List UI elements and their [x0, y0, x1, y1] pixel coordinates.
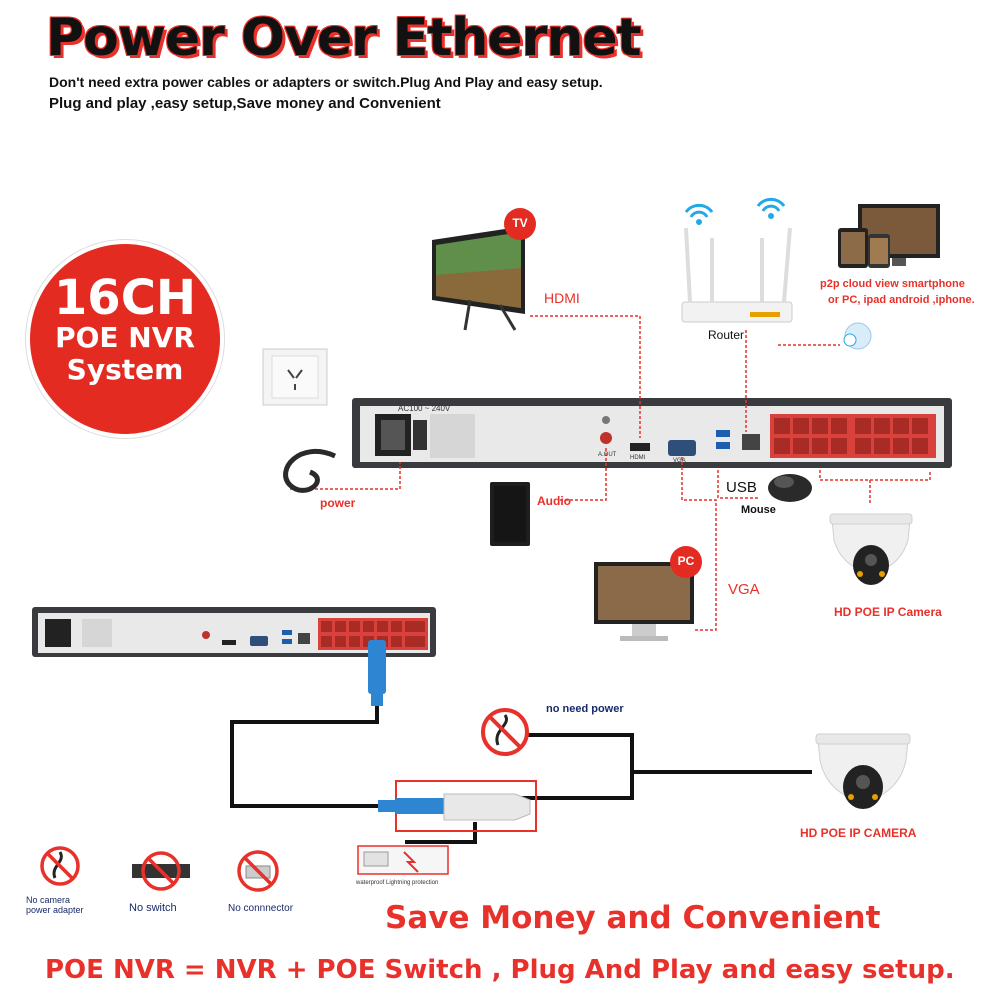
camera-bottom-label: HD POE IP CAMERA	[800, 826, 917, 840]
ethernet-plug-icon	[368, 640, 386, 706]
badge-line-3: System	[66, 353, 184, 386]
badge-line-2: POE NVR	[55, 321, 195, 354]
tv-badge-label: TV	[512, 216, 528, 230]
subtitle-line-1: Don't need extra power cables or adapter…	[49, 74, 603, 90]
page-title: Power Over Ethernet	[46, 8, 641, 68]
waterproof-sketch-icon	[357, 845, 449, 875]
router-label: Router	[708, 328, 745, 342]
no-adapter-label-line-2: power adapter	[26, 905, 84, 915]
nvr-rear-panel-small	[32, 607, 436, 657]
no-connector-label: No connnector	[228, 903, 294, 914]
camera-top-label: HD POE IP Camera	[834, 605, 942, 619]
devices-icon	[838, 204, 940, 268]
badge-line-1: 16CH	[53, 270, 197, 326]
tv-icon	[432, 226, 525, 331]
nvr-audio-out-label: A.OUT	[598, 452, 617, 458]
no-power-icon	[481, 708, 529, 756]
subtitle-line-2: Plug and play ,easy setup,Save money and…	[49, 95, 441, 112]
no-connector-icon	[237, 850, 279, 892]
p2p-label-line-2: or PC, ipad android ,iphone.	[828, 294, 975, 306]
pc-badge-label: PC	[677, 554, 695, 568]
nvr-vga-port-label: VGA	[673, 458, 686, 464]
ethernet-cable	[230, 706, 812, 844]
no-switch-label: No switch	[129, 902, 177, 914]
nvr-hdmi-port-label: HDMI	[630, 455, 646, 461]
footer-line-2: POE NVR = NVR + POE Switch , Plug And Pl…	[45, 955, 955, 985]
cloud-icon	[843, 322, 872, 350]
usb-label: USB	[726, 479, 757, 496]
hdmi-label: HDMI	[544, 290, 580, 306]
dome-camera-top-icon	[829, 513, 913, 585]
power-label: power	[320, 496, 356, 510]
speaker-icon	[490, 482, 530, 546]
tv-badge-circle	[504, 208, 536, 240]
power-cable-icon	[283, 448, 337, 493]
no-adapter-label-line-1: No camera	[26, 895, 71, 905]
p2p-label-line-1: p2p cloud view smartphone	[820, 278, 965, 290]
mouse-icon	[768, 474, 812, 502]
mouse-label: Mouse	[741, 504, 776, 516]
no-adapter-icon	[40, 846, 80, 886]
pc-badge-circle	[670, 546, 702, 578]
audio-label: Audio	[537, 494, 571, 508]
waterproof-label: waterproof Lightning protection	[356, 880, 439, 886]
wall-socket-icon	[262, 348, 328, 406]
no-need-power-label: no need power	[546, 703, 624, 715]
nvr-ac-label: AC100 ~ 240V	[398, 404, 451, 413]
nvr-rear-panel-large	[352, 398, 952, 468]
footer-line-1: Save Money and Convenient	[385, 900, 881, 936]
wifi-icon	[684, 197, 786, 218]
dome-camera-bottom-icon	[815, 733, 911, 809]
router-icon	[681, 227, 793, 323]
vga-label: VGA	[728, 581, 760, 598]
no-switch-icon	[132, 851, 190, 891]
system-badge: 16CH POE NVR System	[30, 244, 220, 434]
waterproof-connector-icon	[378, 793, 531, 821]
